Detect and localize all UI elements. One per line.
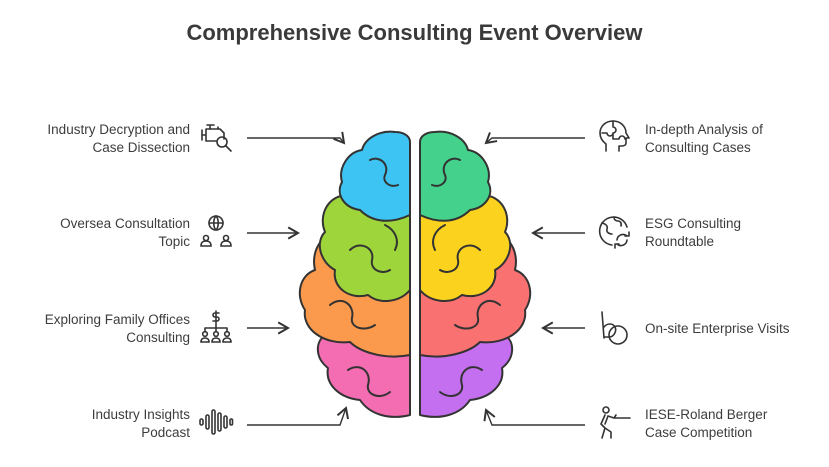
label-onsite-visits: On-site Enterprise Visits — [645, 321, 790, 336]
arrow-right-4 — [483, 408, 585, 426]
arrow-left-4 — [247, 406, 349, 426]
engine-search-icon — [198, 118, 234, 154]
label-esg-roundtable: ESG Consulting Roundtable — [645, 216, 742, 249]
money-hierarchy-icon — [198, 309, 234, 345]
page-title: Comprehensive Consulting Event Overview — [186, 20, 643, 45]
label-oversea-consultation: Oversea Consultation Topic — [60, 216, 190, 249]
sound-wave-icon — [198, 404, 234, 440]
arrow-right-1 — [484, 132, 585, 145]
left-lobe-blue — [338, 130, 411, 222]
puzzle-head-icon — [596, 118, 632, 154]
right-lobe-teal — [419, 130, 492, 222]
shooter-icon — [596, 404, 632, 440]
label-iese-competition: IESE-Roland Berger Case Competition — [645, 407, 768, 440]
brain-diagram — [298, 130, 532, 418]
label-family-offices: Exploring Family Offices Consulting — [44, 312, 190, 345]
label-industry-insights: Industry Insights Podcast — [91, 407, 190, 440]
label-industry-decryption: Industry Decryption and Case Dissection — [47, 122, 190, 155]
label-in-depth-analysis: In-depth Analysis of Consulting Cases — [645, 122, 763, 155]
earth-recycle-icon — [596, 213, 632, 249]
globe-people-icon — [198, 213, 234, 249]
bluetooth-circle-icon — [596, 309, 632, 345]
arrow-left-1 — [247, 131, 346, 145]
